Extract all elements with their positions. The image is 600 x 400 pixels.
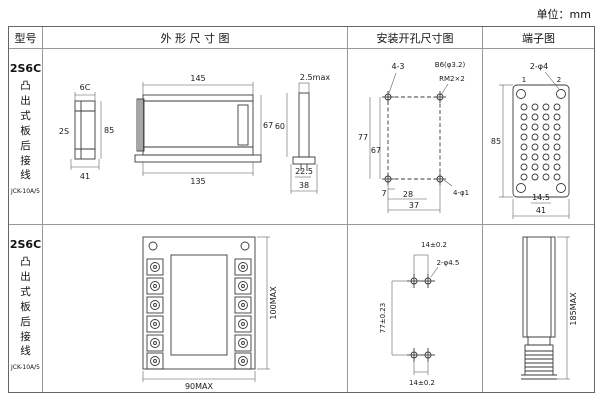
- dim-hole-spacing-left: 77±0.23: [379, 303, 387, 333]
- dim-right-holes: 4-φ1: [453, 189, 469, 197]
- dim-side-right: 67: [263, 121, 273, 130]
- dim-front-left: 2S: [59, 127, 69, 136]
- note-terminal-screw: 2-φ4: [530, 62, 548, 71]
- dim-end-bottom-inner: 22.5: [295, 167, 313, 176]
- dim-terminal-height: 185MAX: [569, 292, 578, 326]
- terminal-cell-row2: 185MAX: [483, 225, 594, 392]
- mounting-dims: [369, 72, 453, 213]
- terminal-drawing-row2: 185MAX: [521, 236, 578, 380]
- dim-end-left: 60: [275, 122, 285, 131]
- model-description: 凸出式板后接线: [20, 256, 31, 358]
- model-cell-row2: 2S6C 凸出式板后接线 JCK-10A/5: [9, 225, 43, 392]
- dim-terminal-outer: 41: [536, 206, 546, 215]
- model-code: JCK-10A/5: [10, 188, 40, 196]
- terminal-side-view: [521, 236, 557, 380]
- outline-cell-row2: 100MAX 90MAX: [43, 225, 348, 392]
- note-screw: RM2×2: [439, 75, 465, 83]
- dim-bottom-inner: 28: [403, 190, 413, 199]
- outline-drawing-row2: 100MAX 90MAX: [142, 236, 278, 391]
- header-terminal: 端子图: [483, 27, 594, 49]
- terminal-drawing-row1: 2-φ4 1 2 85 14.5 41: [491, 62, 570, 219]
- model-name: 2S6C: [9, 238, 42, 251]
- front-view: [74, 100, 96, 160]
- header-model: 型号: [9, 27, 43, 49]
- dim-front-right: 85: [104, 126, 114, 135]
- side-view: [134, 94, 262, 163]
- terminal-block: [512, 84, 570, 198]
- end-view-dims: [286, 82, 318, 194]
- rear-view-dims: [142, 236, 270, 382]
- dim-front-bottom: 41: [80, 172, 90, 181]
- dim-end-bottom-outer: 38: [299, 181, 309, 190]
- header-mounting: 安装开孔尺寸图: [348, 27, 483, 49]
- terminal-side-dims: [557, 236, 570, 380]
- side-view-dims: [142, 82, 262, 176]
- dim-left-inner: 67: [371, 146, 381, 155]
- mounting-dims: [391, 254, 439, 375]
- mounting-drawing-row2: 14±0.2 2-φ4.5 77±0.23 14±0.2: [379, 241, 460, 387]
- unit-label: 单位：mm: [536, 8, 591, 21]
- mounting-drawing-row1: 4-3 B6(φ3.2) RM2×2 77 67 7 28 37 4-φ1: [358, 61, 469, 213]
- note-hole-diameter: 2-φ4.5: [437, 259, 460, 267]
- model-cell-row1: 2S6C 凸出式板后接线 JCK-10A/5: [9, 49, 43, 225]
- terminal-number-first: 1: [522, 76, 526, 84]
- dim-terminal-inner: 14.5: [532, 193, 550, 202]
- dim-terminal-left: 85: [491, 137, 501, 146]
- mounting-cell-row2: 14±0.2 2-φ4.5 77±0.23 14±0.2: [348, 225, 483, 392]
- dim-end-top: 2.5max: [300, 73, 330, 82]
- dim-front-top: 6C: [80, 83, 91, 92]
- dim-bottom-outer: 37: [409, 201, 419, 210]
- dim-side-top: 145: [190, 74, 205, 83]
- dim-hole-spacing-bottom: 14±0.2: [409, 379, 435, 387]
- model-code: JCK-10A/5: [10, 364, 40, 372]
- terminal-number-second: 2: [557, 76, 561, 84]
- dim-side-bottom: 135: [190, 177, 205, 186]
- mounting-holes: [406, 273, 436, 363]
- note-hole-size: B6(φ3.2): [435, 61, 466, 69]
- dimension-table: 型号 外 形 尺 寸 图 安装开孔尺寸图 端子图 2S6C 凸出式板后接线 JC…: [8, 26, 595, 393]
- dim-bottom-small: 7: [381, 189, 386, 198]
- front-view-dims: [70, 92, 102, 170]
- outline-cell-row1: 6C 2S 85 41: [43, 49, 348, 225]
- end-view: [292, 92, 316, 171]
- mounting-outline: [381, 90, 447, 186]
- dim-rear-height: 100MAX: [269, 286, 278, 320]
- header-outline: 外 形 尺 寸 图: [43, 27, 348, 49]
- dim-hole-spacing-top: 14±0.2: [421, 241, 447, 249]
- dim-rear-width: 90MAX: [185, 382, 214, 391]
- outline-drawing-row1: 6C 2S 85 41: [59, 73, 330, 194]
- dim-left-outer: 77: [358, 133, 368, 142]
- rear-view: [142, 236, 256, 370]
- terminal-cell-row1: 2-φ4 1 2 85 14.5 41: [483, 49, 594, 225]
- dim-corner-holes: 4-3: [391, 62, 404, 71]
- terminal-dims: [499, 71, 570, 219]
- mounting-cell-row1: 4-3 B6(φ3.2) RM2×2 77 67 7 28 37 4-φ1: [348, 49, 483, 225]
- model-name: 2S6C: [9, 62, 42, 75]
- model-description: 凸出式板后接线: [20, 80, 31, 182]
